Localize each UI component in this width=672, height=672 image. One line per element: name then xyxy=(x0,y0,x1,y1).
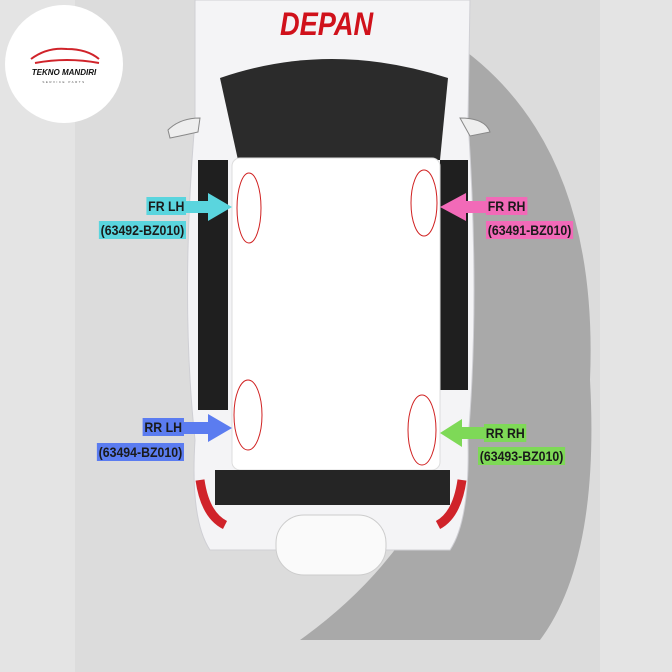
highlight-fr-rh xyxy=(410,169,438,237)
fr-rh-position: FR RH xyxy=(486,197,528,215)
highlight-rr-lh xyxy=(233,379,263,451)
car-logo-icon xyxy=(30,47,100,64)
logo: TEKNO MANDIRI SERVICE PARTS xyxy=(5,5,123,123)
highlight-rr-rh xyxy=(407,394,437,466)
right-mirror xyxy=(459,117,491,137)
arrow-rr-rh-icon xyxy=(440,419,484,447)
rear-window xyxy=(215,470,450,505)
right-taillight xyxy=(435,479,467,529)
front-heading: DEPAN xyxy=(280,6,374,42)
windshield xyxy=(220,59,448,160)
fr-rh-part-number: (63491-BZ010) xyxy=(486,221,574,239)
roof xyxy=(231,157,441,471)
light-band-right xyxy=(600,0,672,672)
logo-name: TEKNO MANDIRI xyxy=(31,68,97,77)
logo-tagline: SERVICE PARTS xyxy=(42,80,86,84)
fr-lh-position: FR LH xyxy=(146,197,186,215)
rr-lh-part-number: (63494-BZ010) xyxy=(96,443,184,461)
car-shadow xyxy=(300,40,592,640)
arrow-rr-lh-icon xyxy=(180,414,232,442)
arrow-fr-lh-icon xyxy=(186,193,232,221)
left-mirror xyxy=(167,117,201,139)
rr-lh-position: RR LH xyxy=(142,418,184,436)
left-taillight xyxy=(195,479,228,530)
arrow-fr-rh-icon xyxy=(440,193,487,221)
spare-wheel xyxy=(275,514,387,576)
rr-rh-position: RR RH xyxy=(484,424,527,442)
rr-rh-part-number: (63493-BZ010) xyxy=(478,447,566,465)
highlight-fr-lh xyxy=(236,172,262,244)
fr-lh-part-number: (63492-BZ010) xyxy=(98,221,186,239)
